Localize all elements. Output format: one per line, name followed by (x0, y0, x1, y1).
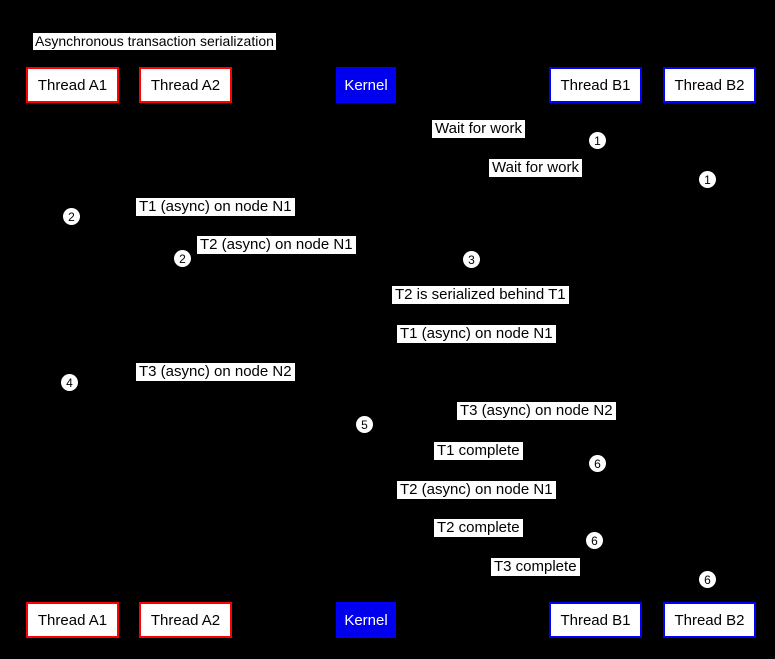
step-number-badge-5: 5 (356, 416, 373, 433)
actor-thread-b2-bottom: Thread B2 (663, 602, 756, 638)
step-number-badge-6b: 6 (586, 532, 603, 549)
message-label-t3-complete: T3 complete (491, 558, 580, 576)
step-number-badge-6c: 6 (699, 571, 716, 588)
message-label-t1-async-a1: T1 (async) on node N1 (136, 198, 295, 216)
message-label-wait-for-work-b1: Wait for work (432, 120, 525, 138)
step-number-badge-4: 4 (61, 374, 78, 391)
message-label-t2-async-a2: T2 (async) on node N1 (197, 236, 356, 254)
step-number-badge-2b: 2 (174, 250, 191, 267)
actor-thread-b1-top: Thread B1 (549, 67, 642, 103)
message-label-t2-complete: T2 complete (434, 519, 523, 537)
diagram-title: Asynchronous transaction serialization (33, 33, 276, 50)
message-label-t2-serialized: T2 is serialized behind T1 (392, 286, 569, 304)
message-label-t1-async-to-b1: T1 (async) on node N1 (397, 325, 556, 343)
step-number-badge-6a: 6 (589, 455, 606, 472)
step-number-badge-1a: 1 (589, 132, 606, 149)
actor-thread-a2-bottom: Thread A2 (139, 602, 232, 638)
actor-thread-a1-top: Thread A1 (26, 67, 119, 103)
actor-thread-a1-bottom: Thread A1 (26, 602, 119, 638)
actor-thread-a2-top: Thread A2 (139, 67, 232, 103)
message-label-t1-complete: T1 complete (434, 442, 523, 460)
message-label-wait-for-work-b2: Wait for work (489, 159, 582, 177)
message-label-t3-async-a1: T3 (async) on node N2 (136, 363, 295, 381)
step-number-badge-1b: 1 (699, 171, 716, 188)
step-number-badge-3: 3 (463, 251, 480, 268)
actor-thread-b2-top: Thread B2 (663, 67, 756, 103)
message-label-t3-async-to-b2: T3 (async) on node N2 (457, 402, 616, 420)
actor-kernel-bottom: Kernel (336, 602, 396, 638)
actor-kernel-top: Kernel (336, 67, 396, 103)
message-label-t2-async-to-b1: T2 (async) on node N1 (397, 481, 556, 499)
step-number-badge-2a: 2 (63, 208, 80, 225)
actor-thread-b1-bottom: Thread B1 (549, 602, 642, 638)
